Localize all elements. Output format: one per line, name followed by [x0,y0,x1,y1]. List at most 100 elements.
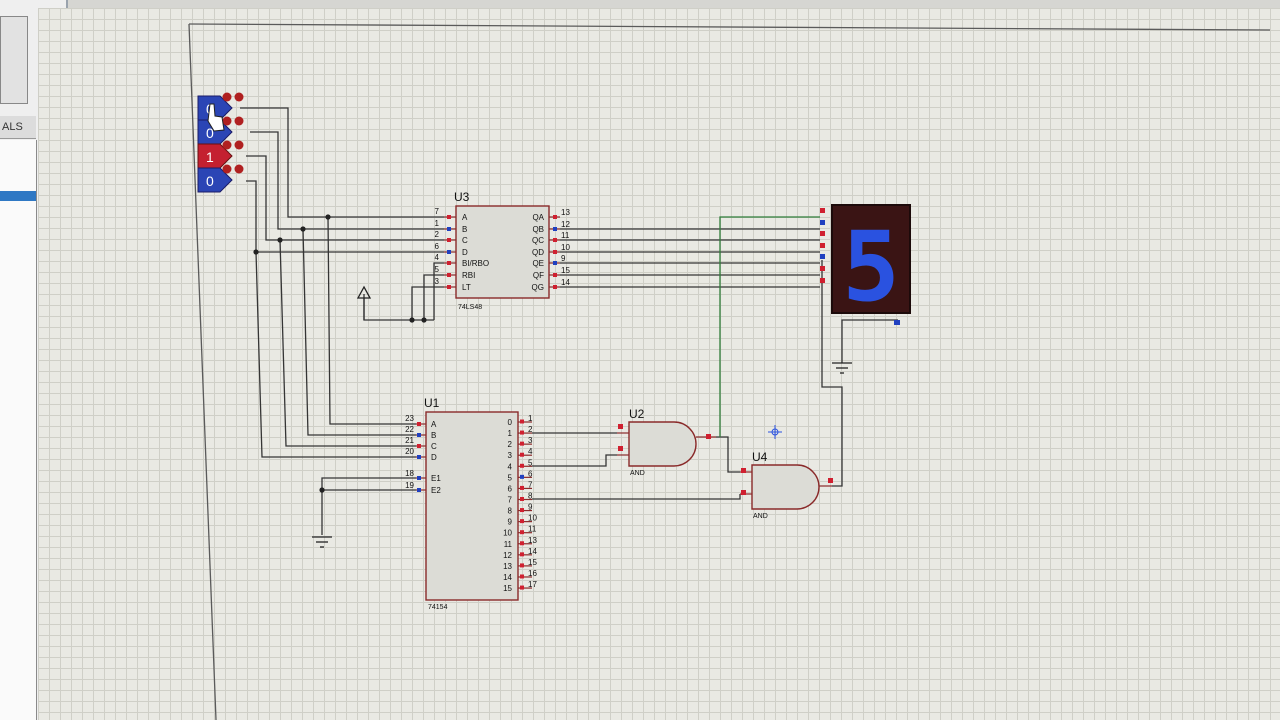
u3-pin-name: QC [532,236,544,245]
u1-output-pin-num: 7 [528,480,533,489]
wires [240,107,898,535]
u3-pin-num: 5 [435,265,440,274]
u3-right-pin-names: QA QB QC QD QE QF QG [532,213,545,292]
u1-output-pin-name: 11 [504,540,513,549]
u1-output-pin-name: 9 [508,518,513,527]
u1-output-pin-marker [520,508,524,513]
u1-part: 74154 [428,604,448,611]
u3-right-pin-numbers: 13 12 11 10 9 15 14 [561,208,570,287]
u3-pin-num: 14 [561,278,570,287]
u1-output-pin-num: 9 [528,503,533,512]
u1-left-pin-markers [417,422,421,492]
seven-segment-display[interactable]: 5 [820,204,911,325]
u1-output-pin-marker [520,563,524,568]
u1-output-pin-name: 4 [508,462,513,471]
ground-icon-u1 [312,536,332,548]
u1-output-pin-marker [520,585,524,590]
u1-output-pin-marker [520,419,524,424]
u3-pin-name: QD [532,248,544,257]
logic-state-d[interactable]: 0 [197,164,244,193]
u4-type: AND [753,513,768,520]
u1-pin-num: 20 [405,447,414,456]
component-list-selected-item[interactable] [0,191,36,201]
u2-pin-markers [618,424,711,451]
u3-pin-num: 6 [435,242,440,251]
u2-and-gate[interactable]: U2 AND [617,407,716,477]
u3-pin-name: QB [532,225,544,234]
u3-pin-name: C [462,236,468,245]
u4-pin-markers [741,468,833,495]
u1-output-pin-num: 15 [528,558,537,567]
u1-pin-name: D [431,453,437,462]
u1-output-pin-num: 17 [528,580,537,589]
junctions [253,214,427,493]
power-terminal-icon[interactable] [356,285,372,320]
u1-pin-num: 18 [405,469,414,478]
sheet-border-left [188,23,217,720]
u1-output-pin-name: 15 [503,584,512,593]
u3-part: 74LS48 [458,304,482,311]
u3-pin-num: 13 [561,208,570,217]
u3-left-pin-names: A B C D BI/RBO RBI LT [462,213,489,292]
u3-pin-num: 1 [435,219,440,228]
hand-cursor-icon [207,103,225,132]
u1-output-pin-name: 2 [508,440,513,449]
display-pin-markers [820,208,900,325]
u3-74ls48[interactable]: U3 74LS48 7 1 2 6 4 5 [435,190,571,311]
u3-pin-name: LT [462,283,471,292]
u1-output-pin-name: 10 [503,529,512,538]
u1-pin-num: 19 [405,481,414,490]
u3-pin-name: QE [532,259,544,268]
u1-output-pin-num: 1 [528,414,533,423]
u1-output-pin-marker [520,452,524,457]
u1-output-pin-marker [520,530,524,535]
u1-output-pin-name: 14 [503,573,512,582]
u2-ref: U2 [629,407,645,421]
u1-output-pin-marker [520,519,524,524]
u1-output-pin-num: 2 [528,425,533,434]
u1-output-pin-marker [520,496,524,501]
u1-output-pin-num: 8 [528,491,533,500]
logic-state-a[interactable]: 0 [197,92,244,121]
u3-pin-num: 9 [561,254,566,263]
u3-pin-name: RBI [462,271,475,280]
logic-state-c-value: 1 [206,149,214,165]
crosshair-cursor-icon [768,425,782,439]
u1-pin-name: E1 [431,474,441,483]
u1-output-pin-name: 1 [508,429,513,438]
u3-pin-num: 15 [561,266,570,275]
wire-u2-to-display [719,216,820,437]
u1-pin-num: 21 [405,436,414,445]
u1-pin-name: C [431,442,437,451]
u3-pin-num: 3 [435,277,440,286]
u1-output-pin-name: 0 [508,418,513,427]
u3-pin-num: 10 [561,243,570,252]
logic-state-b-value: 0 [206,125,214,141]
schematic-canvas[interactable] [38,8,1280,720]
u1-pin-name: E2 [431,486,441,495]
u1-output-pin-num: 16 [528,569,537,578]
u3-pin-num: 12 [561,220,570,229]
u1-output-pin-num: 4 [528,447,533,456]
u1-output-pin-name: 6 [508,484,513,493]
u3-pin-name: A [462,213,468,222]
u3-pin-name: QF [533,271,544,280]
u4-and-gate[interactable]: U4 AND [740,450,833,520]
panel-tab[interactable] [0,16,28,104]
u1-output-pin-num: 14 [528,547,537,556]
u3-ref: U3 [454,190,470,204]
u1-output-pin-marker [520,474,524,479]
u1-74154[interactable]: U1 74154 23 22 21 20 18 19 A B C D E1 E2 [405,396,537,611]
component-list[interactable] [0,140,37,720]
u3-pin-num: 7 [435,207,440,216]
u1-output-pin-marker [520,574,524,579]
u3-pin-num: 11 [561,231,570,240]
u1-output-pin-name: 5 [508,473,513,482]
u1-pin-name: B [431,431,436,440]
display-digit: 5 [842,211,900,323]
u1-pin-num: 22 [405,425,414,434]
logic-state-c[interactable]: 1 [197,140,244,169]
u1-output-pin-num: 13 [528,536,537,545]
